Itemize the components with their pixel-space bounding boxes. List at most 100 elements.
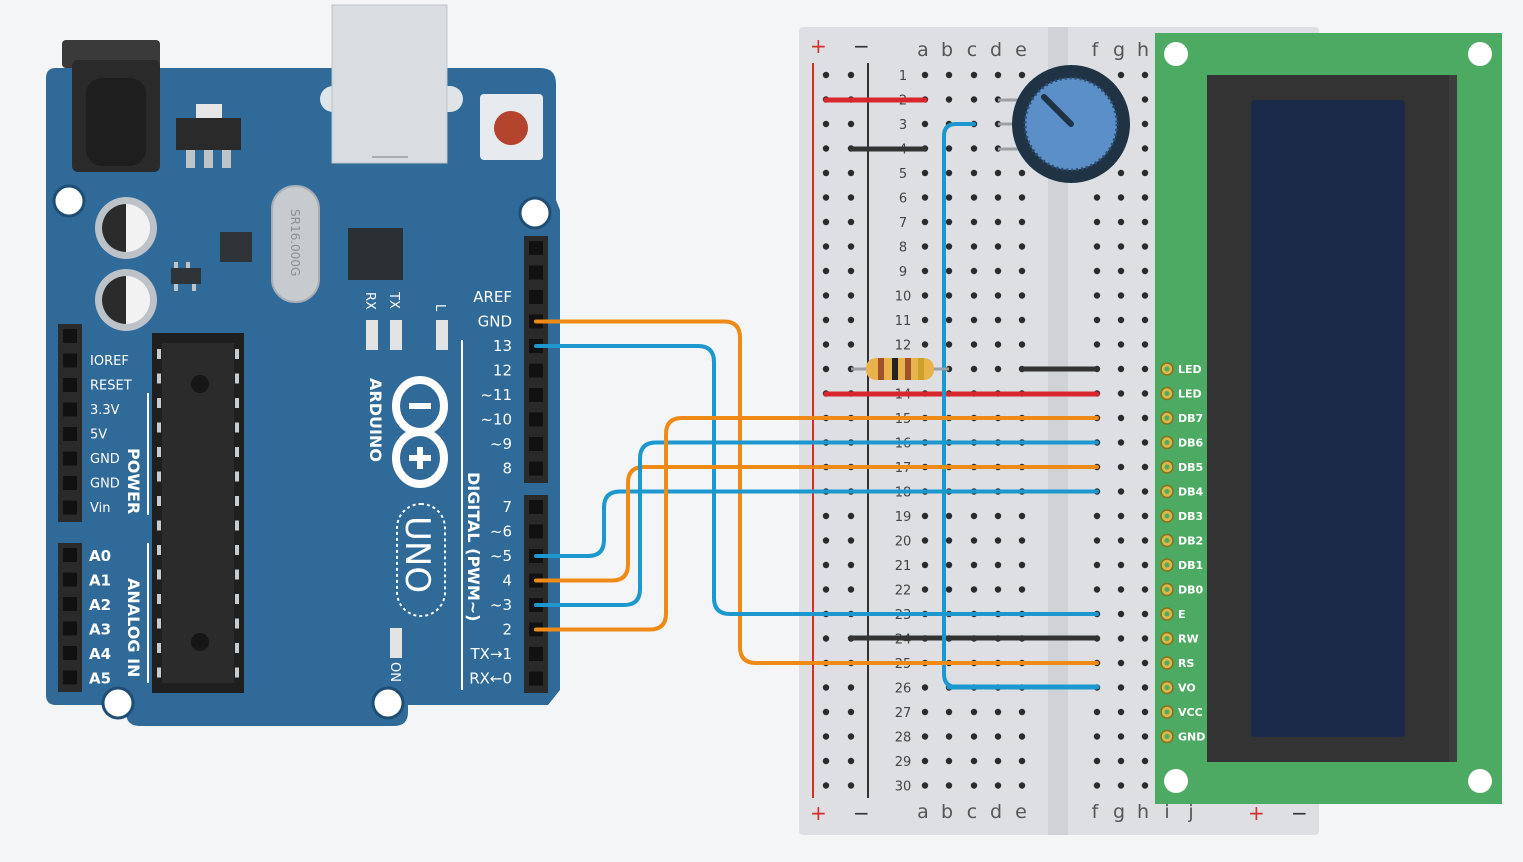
header-socket[interactable] [63, 548, 77, 562]
breadboard-hole[interactable] [822, 708, 830, 716]
breadboard-hole[interactable] [1093, 782, 1101, 789]
breadboard-hole[interactable] [822, 341, 830, 348]
breadboard-hole[interactable] [1117, 71, 1125, 79]
breadboard-hole[interactable] [945, 586, 953, 593]
breadboard-hole[interactable] [994, 708, 1002, 716]
breadboard-hole[interactable] [994, 341, 1002, 348]
breadboard-hole[interactable] [847, 243, 855, 250]
breadboard-hole[interactable] [822, 684, 830, 691]
breadboard-hole[interactable] [1117, 684, 1125, 691]
breadboard-hole[interactable] [1117, 635, 1125, 642]
header-socket[interactable] [63, 329, 77, 343]
breadboard-hole[interactable] [994, 586, 1002, 593]
header-socket[interactable] [529, 241, 543, 255]
breadboard-hole[interactable] [994, 243, 1002, 250]
breadboard-hole[interactable] [847, 292, 855, 299]
breadboard-hole[interactable] [847, 120, 855, 128]
header-socket[interactable] [63, 451, 77, 466]
breadboard-hole[interactable] [1141, 684, 1149, 691]
breadboard-hole[interactable] [1117, 267, 1125, 275]
breadboard-hole[interactable] [847, 316, 855, 324]
breadboard-hole[interactable] [822, 316, 830, 324]
breadboard-hole[interactable] [822, 537, 830, 544]
header-socket[interactable] [63, 500, 77, 515]
breadboard-hole[interactable] [970, 243, 978, 250]
breadboard-hole[interactable] [945, 243, 953, 250]
breadboard-hole[interactable] [1117, 194, 1125, 201]
breadboard-hole[interactable] [1141, 120, 1149, 128]
breadboard-hole[interactable] [847, 512, 855, 520]
breadboard-hole[interactable] [822, 782, 830, 789]
breadboard-hole[interactable] [921, 243, 929, 250]
breadboard-hole[interactable] [921, 120, 929, 128]
breadboard-hole[interactable] [822, 365, 830, 373]
breadboard-hole[interactable] [1141, 414, 1149, 422]
breadboard-hole[interactable] [921, 194, 929, 201]
breadboard-hole[interactable] [822, 120, 830, 128]
breadboard-hole[interactable] [1018, 71, 1026, 79]
breadboard-hole[interactable] [945, 96, 953, 103]
breadboard-hole[interactable] [1018, 218, 1026, 226]
breadboard-hole[interactable] [921, 341, 929, 348]
header-socket[interactable] [63, 476, 77, 490]
breadboard-hole[interactable] [1117, 243, 1125, 250]
breadboard-hole[interactable] [945, 537, 953, 544]
breadboard-hole[interactable] [945, 757, 953, 765]
breadboard-hole[interactable] [921, 71, 929, 79]
breadboard-hole[interactable] [945, 561, 953, 569]
breadboard-hole[interactable] [970, 267, 978, 275]
breadboard-hole[interactable] [1093, 316, 1101, 324]
breadboard-hole[interactable] [1117, 537, 1125, 544]
breadboard-hole[interactable] [847, 586, 855, 593]
breadboard-hole[interactable] [1093, 267, 1101, 275]
breadboard-hole[interactable] [970, 96, 978, 103]
header-socket[interactable] [63, 402, 77, 417]
breadboard-hole[interactable] [921, 708, 929, 716]
breadboard-hole[interactable] [994, 267, 1002, 275]
breadboard-hole[interactable] [970, 341, 978, 348]
breadboard-hole[interactable] [921, 267, 929, 275]
breadboard-hole[interactable] [822, 561, 830, 569]
breadboard-hole[interactable] [1117, 463, 1125, 471]
breadboard-hole[interactable] [1117, 733, 1125, 740]
breadboard-hole[interactable] [1117, 488, 1125, 495]
header-socket[interactable] [529, 290, 543, 304]
breadboard-hole[interactable] [921, 512, 929, 520]
breadboard-hole[interactable] [970, 365, 978, 373]
breadboard-hole[interactable] [970, 537, 978, 544]
breadboard-hole[interactable] [1018, 194, 1026, 201]
breadboard-hole[interactable] [1141, 316, 1149, 324]
header-socket[interactable] [529, 437, 543, 451]
breadboard-hole[interactable] [822, 218, 830, 226]
breadboard-hole[interactable] [994, 512, 1002, 520]
breadboard-hole[interactable] [822, 757, 830, 765]
breadboard-hole[interactable] [1093, 708, 1101, 716]
breadboard-hole[interactable] [970, 218, 978, 226]
header-socket[interactable] [63, 353, 77, 368]
breadboard-hole[interactable] [970, 561, 978, 569]
breadboard-hole[interactable] [847, 218, 855, 226]
breadboard-hole[interactable] [847, 708, 855, 716]
breadboard-hole[interactable] [994, 169, 1002, 177]
breadboard-hole[interactable] [1117, 782, 1125, 789]
breadboard-hole[interactable] [945, 708, 953, 716]
breadboard-hole[interactable] [1093, 757, 1101, 765]
breadboard-hole[interactable] [847, 537, 855, 544]
breadboard-hole[interactable] [970, 733, 978, 740]
header-socket[interactable] [63, 427, 77, 441]
breadboard-hole[interactable] [1093, 586, 1101, 593]
breadboard-hole[interactable] [1141, 218, 1149, 226]
breadboard-hole[interactable] [847, 782, 855, 789]
breadboard-hole[interactable] [847, 169, 855, 177]
breadboard-hole[interactable] [994, 218, 1002, 226]
breadboard-hole[interactable] [1093, 341, 1101, 348]
breadboard-hole[interactable] [822, 267, 830, 275]
breadboard-hole[interactable] [921, 169, 929, 177]
breadboard-hole[interactable] [1117, 757, 1125, 765]
breadboard-hole[interactable] [1141, 708, 1149, 716]
breadboard-hole[interactable] [1117, 341, 1125, 348]
breadboard-hole[interactable] [994, 194, 1002, 201]
breadboard-hole[interactable] [822, 292, 830, 299]
breadboard-hole[interactable] [921, 782, 929, 789]
header-socket[interactable] [63, 646, 77, 660]
